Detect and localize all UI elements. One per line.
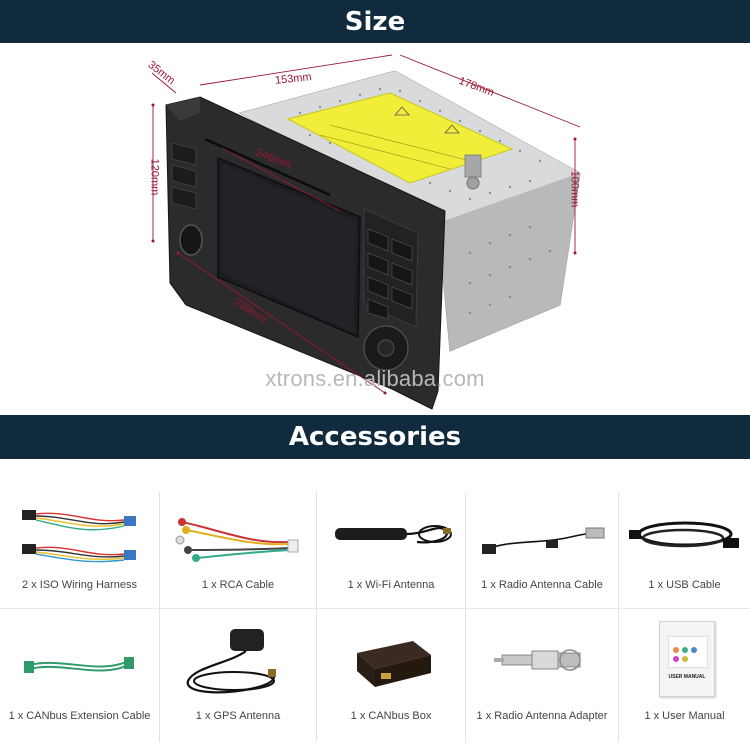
- accessory-label: 2 x ISO Wiring Harness: [22, 579, 137, 591]
- dimension-height-body: 100mm: [568, 170, 581, 208]
- accessory-rca-cable: 1 x RCA Cable: [160, 492, 316, 608]
- radio-antenna-adapter-image: [494, 649, 581, 671]
- accessory-label: 1 x Radio Antenna Adapter: [476, 710, 608, 722]
- wifi-antenna-image: [335, 525, 452, 544]
- accessory-label: 1 x RCA Cable: [201, 579, 275, 591]
- grid-divider: [618, 492, 619, 742]
- dimension-height-front: 120mm: [148, 158, 161, 196]
- wiring-harness-image: [22, 510, 136, 563]
- accessory-label: 1 x CANbus Box: [350, 710, 432, 722]
- accessories-title: Accessories: [288, 422, 462, 452]
- accessory-radio-antenna-cable: 1 x Radio Antenna Cable: [466, 492, 618, 608]
- usb-cable-image: [629, 521, 739, 548]
- accessory-label: 1 x Radio Antenna Cable: [481, 579, 603, 591]
- accessory-canbus-box: 1 x CANbus Box: [317, 609, 465, 750]
- grid-divider: [159, 492, 160, 742]
- product-dimensions-image: 35mm 153mm 178mm 120mm 100mm 246mm 239mm…: [0, 43, 750, 415]
- manual-cover-title: USER MANUAL: [668, 674, 706, 680]
- size-section-header: Size: [0, 0, 750, 43]
- accessory-label: 1 x GPS Antenna: [195, 710, 281, 722]
- accessory-label: 1 x USB Cable: [648, 579, 721, 591]
- gps-antenna-image: [186, 629, 276, 694]
- accessory-iso-wiring-harness: 2 x ISO Wiring Harness: [0, 492, 159, 608]
- accessory-user-manual: USER MANUAL 1 x User Manual: [619, 609, 750, 750]
- accessory-label: 1 x User Manual: [644, 710, 725, 722]
- canbus-extension-cable-image: [24, 657, 134, 673]
- accessory-gps-antenna: 1 x GPS Antenna: [160, 609, 316, 750]
- accessory-label: 1 x Wi-Fi Antenna: [347, 579, 435, 591]
- accessory-label: 1 x CANbus Extension Cable: [8, 710, 151, 722]
- accessory-wifi-antenna: 1 x Wi-Fi Antenna: [317, 492, 465, 608]
- accessory-usb-cable: 1 x USB Cable: [619, 492, 750, 608]
- accessory-canbus-extension-cable: 1 x CANbus Extension Cable: [0, 609, 159, 750]
- grid-divider: [465, 492, 466, 742]
- accessories-section-header: Accessories: [0, 415, 750, 459]
- grid-divider: [316, 492, 317, 742]
- watermark: xtrons.en.alibaba.com: [265, 366, 485, 391]
- grid-divider: [0, 608, 750, 609]
- user-manual-cover: USER MANUAL: [659, 621, 715, 697]
- manual-screen-icon: [668, 636, 708, 668]
- car-stereo-illustration: [151, 54, 581, 410]
- warning-sticker: [286, 92, 514, 184]
- size-title: Size: [344, 6, 406, 37]
- accessory-radio-antenna-adapter: 1 x Radio Antenna Adapter: [466, 609, 618, 750]
- radio-antenna-cable-image: [482, 527, 605, 554]
- rca-cable-image: [175, 518, 299, 562]
- canbus-box-image: [357, 641, 431, 687]
